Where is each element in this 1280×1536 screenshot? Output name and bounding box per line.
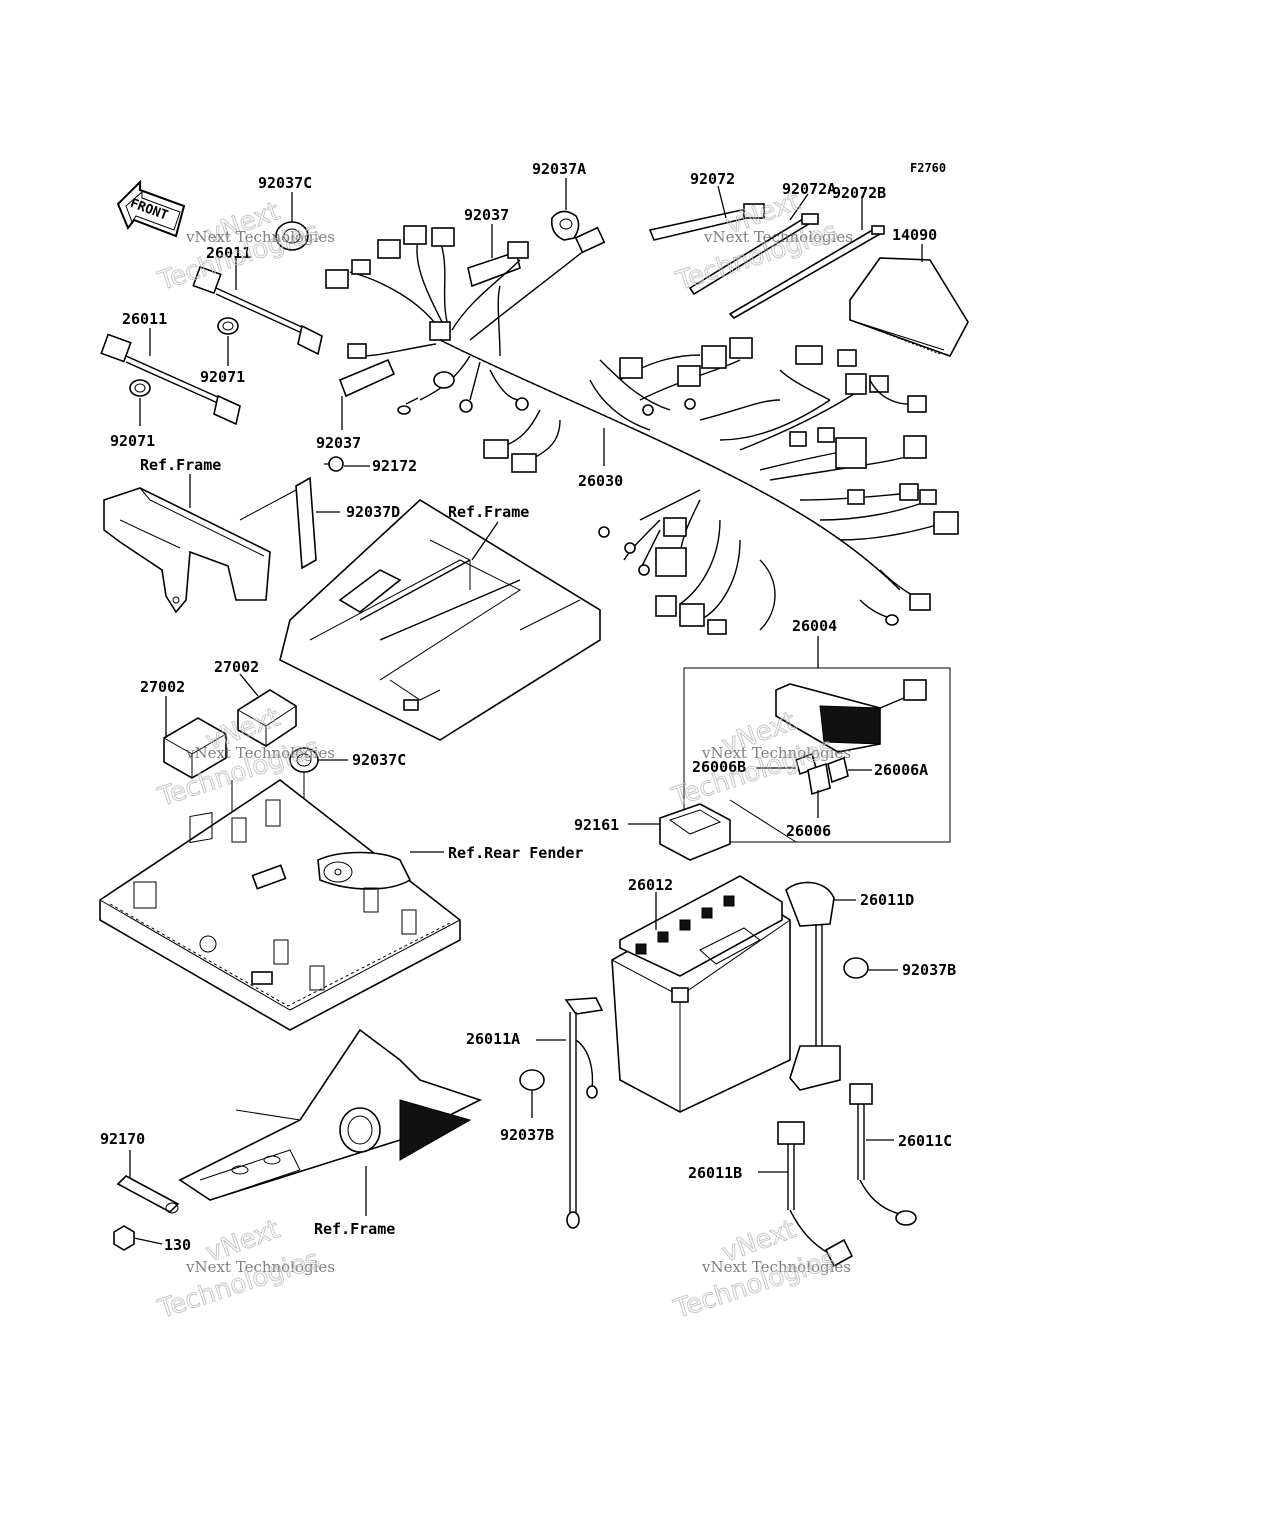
ref-frame-bottom: Ref.Frame: [314, 1220, 395, 1238]
label-92170: 92170: [100, 1130, 145, 1148]
label-92037c-top: 92037C: [258, 174, 312, 192]
cover-14090: [849, 244, 969, 357]
strap-92170: [116, 1150, 180, 1214]
relay-27002-a: [163, 696, 227, 779]
group-26004: [683, 636, 951, 843]
label-26011c: 26011C: [898, 1132, 952, 1150]
grommet-92071-upper: [217, 317, 239, 366]
watermark-bottom-left: vNext vNext Technologies Technologies: [153, 1214, 335, 1326]
fuse-box-92161: [628, 803, 731, 861]
main-harness-26030: [325, 225, 959, 635]
rear-fender-tray: [99, 779, 461, 1031]
label-26006a: 26006A: [874, 761, 928, 779]
label-26012: 26012: [628, 876, 673, 894]
svg-text:vNext Technologies: vNext Technologies: [185, 744, 335, 762]
label-26011a: 26011A: [466, 1030, 520, 1048]
pad-92037-lower: [338, 358, 396, 430]
ref-frame-center: Ref.Frame: [448, 503, 529, 521]
clamp-92037b-left: [519, 1069, 545, 1118]
battery-26012: [611, 875, 791, 1113]
label-26004: 26004: [792, 617, 837, 635]
frame-left-bracket: [103, 474, 297, 614]
label-92072a: 92072A: [782, 180, 836, 198]
cable-26011b: [758, 1121, 854, 1268]
svg-text:vNext Technologies: vNext Technologies: [185, 1258, 335, 1276]
label-92071-b: 92071: [110, 432, 155, 450]
svg-text:vNext Technologies: vNext Technologies: [703, 228, 853, 246]
watermark-bottom-right: vNext vNext Technologies Technologies: [669, 1214, 851, 1326]
label-26006b: 26006B: [692, 758, 746, 776]
cable-26011a: [536, 997, 604, 1229]
clamp-92037a: [550, 178, 580, 241]
label-130: 130: [164, 1236, 191, 1254]
label-26011d: 26011D: [860, 891, 914, 909]
label-92037d: 92037D: [346, 503, 400, 521]
ref-frame-left: Ref.Frame: [140, 456, 221, 474]
label-26011b: 26011B: [688, 1164, 742, 1182]
label-26030: 26030: [578, 472, 623, 490]
clamp-92037b-right: [843, 957, 898, 979]
label-92161: 92161: [574, 816, 619, 834]
cable-26011d: [785, 881, 856, 1091]
watermark-top-right: vNext vNext Technologies Technologies: [671, 186, 853, 298]
lead-26011-upper: [192, 256, 323, 356]
svg-text:vNext Technologies: vNext Technologies: [185, 228, 335, 246]
figure-id: F2760: [910, 161, 946, 175]
label-92037-b: 92037: [316, 434, 361, 452]
pad-92037-upper: [467, 224, 521, 288]
svg-text:vNext Technologies: vNext Technologies: [701, 1258, 851, 1276]
label-27002-a: 27002: [140, 678, 185, 696]
label-92037b-a: 92037B: [902, 961, 956, 979]
label-27002-b: 27002: [214, 658, 259, 676]
label-92072: 92072: [690, 170, 735, 188]
label-92071-a: 92071: [200, 368, 245, 386]
label-92172: 92172: [372, 457, 417, 475]
lead-26011-lower: [100, 328, 241, 426]
ties-92072: [648, 185, 885, 319]
label-92037c-mid: 92037C: [352, 751, 406, 769]
front-arrow-icon: FRONT: [116, 179, 186, 238]
label-26011-a: 26011: [206, 244, 251, 262]
cable-26011c: [849, 1083, 917, 1226]
grommet-92071-lower: [129, 379, 151, 426]
strip-92037d: [295, 476, 340, 570]
svg-text:vNext Technologies: vNext Technologies: [701, 744, 851, 762]
frame-bottom: [178, 1028, 483, 1216]
bolt-130: [113, 1225, 163, 1251]
bolt-92172: [324, 456, 370, 472]
relay-27002-b: [237, 673, 297, 747]
clamp-92037c-top: [275, 192, 309, 251]
label-92037b-b: 92037B: [500, 1126, 554, 1144]
ref-rear-fender: Ref.Rear Fender: [448, 844, 583, 862]
label-92037-a: 92037: [464, 206, 509, 224]
label-92072b: 92072B: [832, 184, 886, 202]
label-26006: 26006: [786, 822, 831, 840]
label-26011-b: 26011: [122, 310, 167, 328]
label-14090: 14090: [892, 226, 937, 244]
label-92037a: 92037A: [532, 160, 586, 178]
frame-center: [279, 499, 601, 741]
